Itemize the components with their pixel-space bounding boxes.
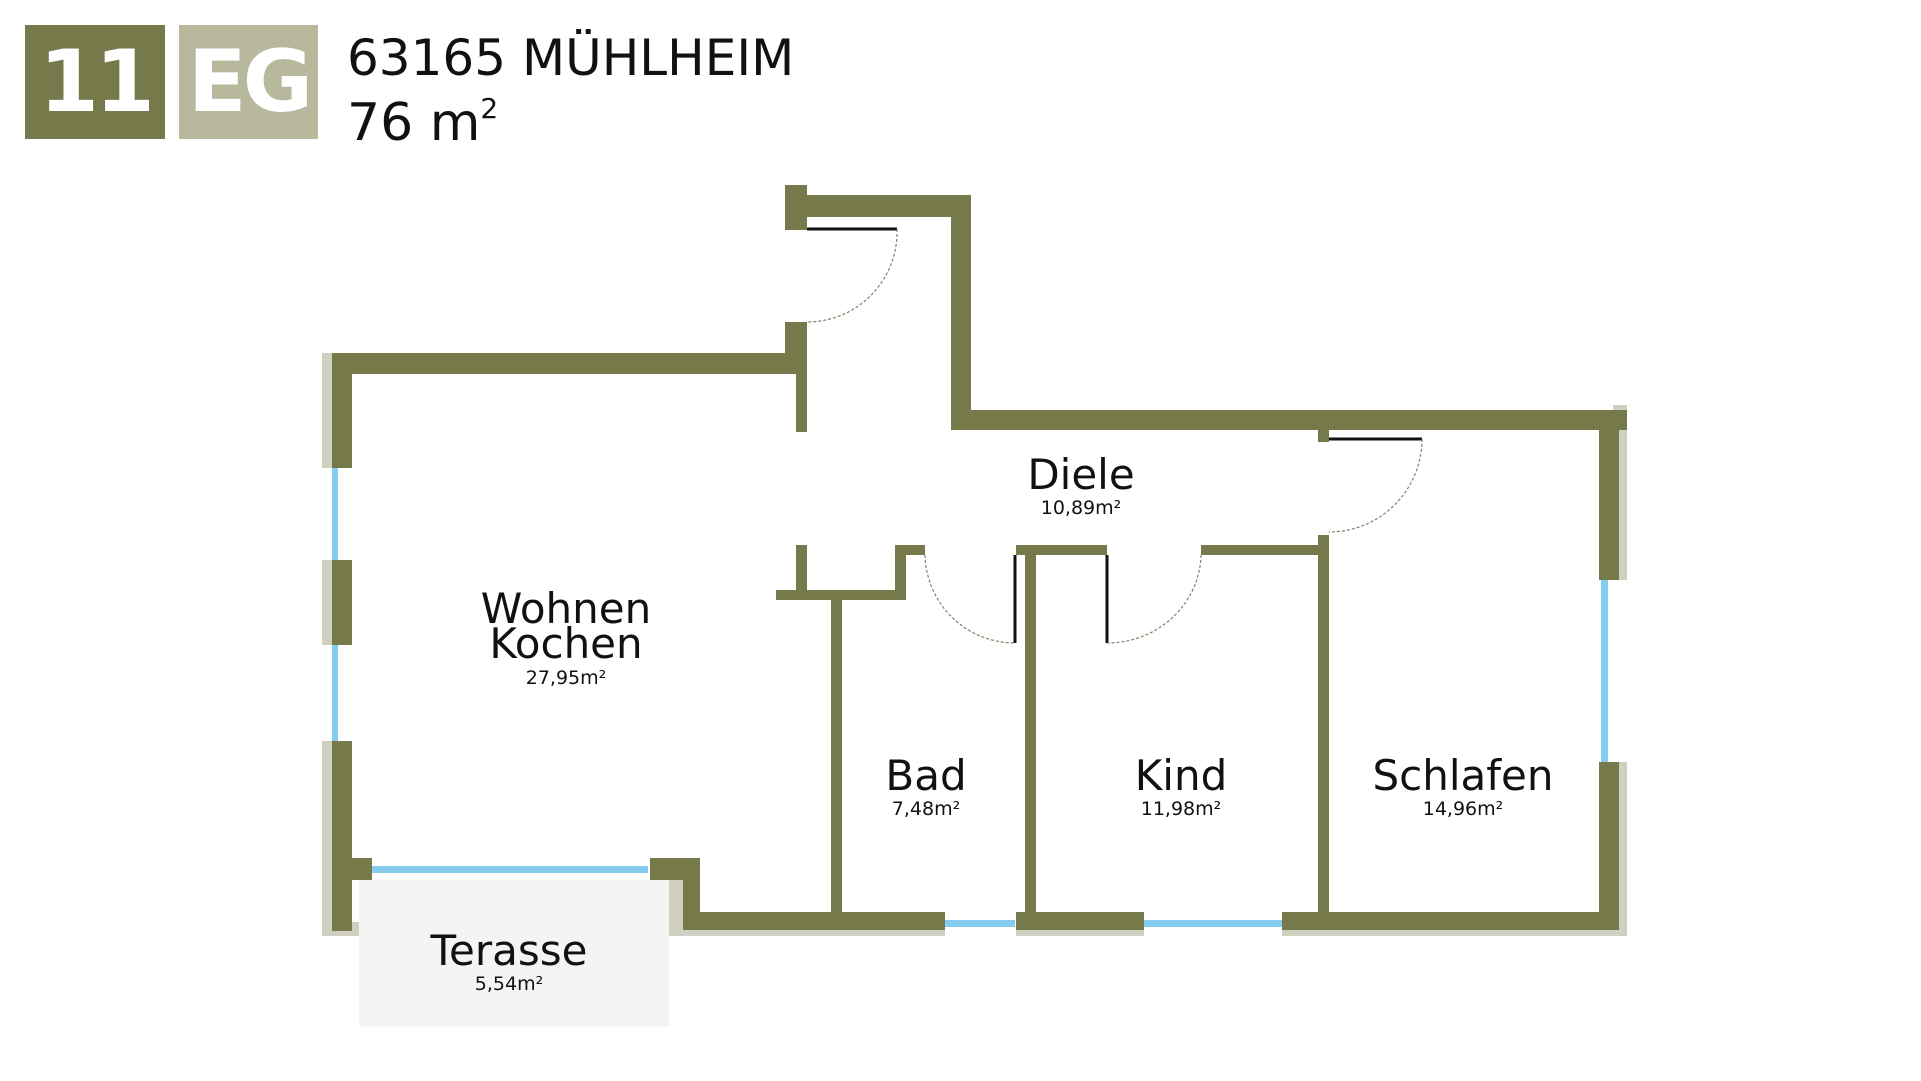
window-kind bbox=[1144, 920, 1282, 927]
room-area-terasse: 5,54m² bbox=[475, 973, 543, 995]
room-label-diele: Diele bbox=[1027, 450, 1134, 499]
south-wall-kind bbox=[1016, 912, 1144, 930]
room-area-schlafen: 14,96m² bbox=[1423, 798, 1504, 820]
interior-wall-bad-kind bbox=[1025, 545, 1036, 912]
south-wall-schlafen bbox=[1282, 912, 1619, 930]
room-area-bad: 7,48m² bbox=[892, 798, 960, 820]
windows bbox=[332, 468, 1608, 927]
apartment-area: 76 m2 bbox=[347, 92, 499, 150]
interior-wall-bad-top-left bbox=[776, 590, 906, 600]
unit-number-badge: 11 bbox=[25, 25, 165, 139]
south-wall-bad bbox=[683, 912, 945, 930]
terrace-right-post bbox=[683, 858, 700, 928]
window-bad bbox=[945, 920, 1015, 927]
terrace-floor bbox=[359, 880, 669, 1027]
doors bbox=[806, 227, 1423, 644]
room-label-schlafen: Schlafen bbox=[1372, 751, 1553, 800]
terrace-left-post bbox=[352, 858, 372, 880]
living-left-wall-3 bbox=[332, 741, 352, 931]
room-label-terasse: Terasse bbox=[430, 926, 588, 975]
interior-wall-wohnen-bad bbox=[831, 590, 842, 912]
north-wall-right bbox=[951, 410, 1627, 430]
interior-wall-bad-stub bbox=[796, 545, 807, 595]
interior-wall-kind-top-left bbox=[1016, 545, 1107, 555]
living-left-wall-1 bbox=[332, 353, 352, 468]
schlafen-right-wall-lower bbox=[1599, 762, 1619, 930]
room-area-diele: 10,89m² bbox=[1041, 497, 1122, 519]
door-bad-swing bbox=[924, 554, 1016, 644]
window-schlafen bbox=[1601, 580, 1608, 762]
unit-number-text: 11 bbox=[39, 32, 155, 132]
entrance-top-wall bbox=[785, 195, 971, 217]
entrance-right-wall bbox=[951, 195, 971, 430]
door-schlafen-swing bbox=[1328, 438, 1423, 533]
living-left-wall-2 bbox=[332, 560, 352, 645]
interior-wall-bad-cap bbox=[895, 545, 925, 555]
window-living-lower bbox=[332, 645, 338, 741]
interior-wall-schlafen-stub bbox=[1318, 430, 1329, 442]
interior-wall-kind-top-right bbox=[1201, 545, 1328, 555]
window-living-upper bbox=[332, 468, 338, 560]
door-entrance-swing bbox=[806, 228, 898, 323]
schlafen-right-wall-upper bbox=[1599, 410, 1619, 580]
interior-wall-bad-jog bbox=[895, 545, 906, 600]
window-terrace bbox=[368, 866, 648, 873]
address-title: 63165 MÜHLHEIM bbox=[347, 29, 795, 87]
room-label-wohnen-line2: Kochen bbox=[489, 619, 642, 668]
door-kind-swing bbox=[1106, 554, 1202, 644]
apartment-area-value: 76 m bbox=[347, 93, 481, 153]
living-divider-upper bbox=[796, 374, 807, 432]
living-top-wall bbox=[332, 353, 807, 374]
interior-wall-kind-schlafen bbox=[1318, 535, 1329, 912]
room-label-kind: Kind bbox=[1135, 751, 1228, 800]
floor-text: EG bbox=[187, 32, 313, 132]
floor-badge: EG bbox=[179, 25, 318, 139]
room-area-kind: 11,98m² bbox=[1141, 798, 1222, 820]
apartment-area-superscript: 2 bbox=[480, 92, 499, 125]
walls bbox=[332, 185, 1627, 931]
room-area-wohnen: 27,95m² bbox=[526, 667, 607, 689]
room-label-wohnen-line1: Wohnen bbox=[481, 584, 651, 633]
room-label-bad: Bad bbox=[885, 751, 966, 800]
